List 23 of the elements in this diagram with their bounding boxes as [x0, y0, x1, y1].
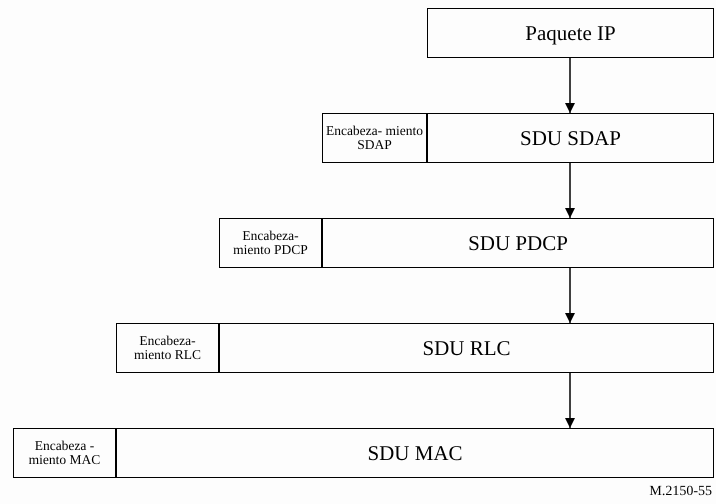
arrow	[565, 58, 575, 113]
arrow	[565, 268, 575, 323]
data-unit-box	[427, 8, 714, 58]
data-unit-box	[116, 428, 714, 478]
header-label: Encabeza- miento PDCP	[232, 228, 309, 258]
header-label: Encabeza- miento RLC	[132, 334, 202, 362]
header-label: Encabeza - miento MAC	[28, 438, 102, 468]
header-box	[322, 113, 427, 163]
figure-number: M.2150-55	[649, 484, 712, 500]
header-box	[116, 323, 219, 373]
unit-label: SDU SDAP	[520, 126, 621, 150]
unit-label: SDU RLC	[422, 336, 511, 360]
data-unit-box	[322, 218, 714, 268]
unit-label: Paquete IP	[525, 20, 616, 46]
unit-label: SDU PDCP	[468, 230, 568, 256]
data-unit-box	[219, 323, 714, 373]
header-label: Encabeza- miento SDAP	[324, 124, 424, 152]
header-box	[219, 218, 322, 268]
arrow	[565, 373, 575, 428]
arrow	[565, 163, 575, 218]
unit-label: SDU MAC	[367, 440, 463, 466]
data-unit-box	[427, 113, 714, 163]
header-box	[13, 428, 116, 478]
